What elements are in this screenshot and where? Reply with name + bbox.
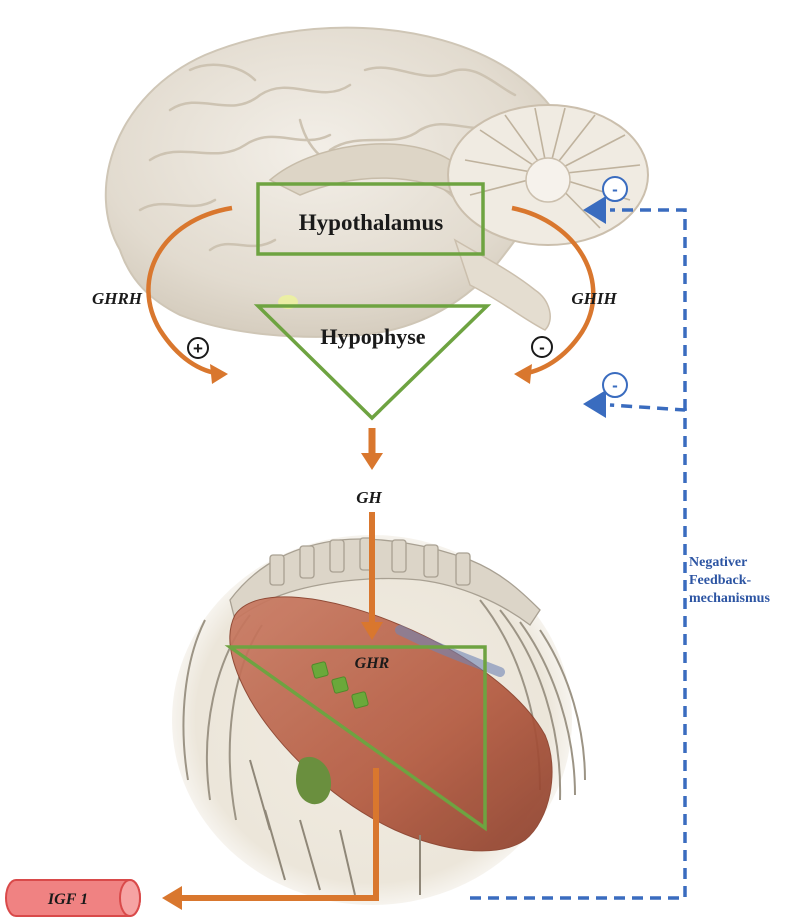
feedback-minus-bottom: - <box>603 373 627 397</box>
ghih-label: GHIH <box>571 289 617 308</box>
igf1-output-arrowhead <box>162 886 182 910</box>
feedback-arrowhead-hypophyse <box>583 390 606 418</box>
ghr-label: GHR <box>355 655 390 672</box>
feedback-minus-top: - <box>603 177 627 201</box>
ghih-arrowhead <box>514 364 532 384</box>
gh-release-arrowhead <box>361 453 383 470</box>
hypothalamus-label: Hypothalamus <box>299 210 443 235</box>
svg-text:-: - <box>612 376 618 395</box>
igf1-label: IGF 1 <box>47 891 88 908</box>
ghrh-arrowhead <box>210 364 228 384</box>
svg-text:-: - <box>612 180 618 199</box>
hypophyse-label: Hypophyse <box>320 324 425 349</box>
stimulation-plus-sign: + <box>188 338 208 358</box>
ghrh-label: GHRH <box>92 289 143 308</box>
svg-text:-: - <box>539 338 545 357</box>
svg-text:Feedback-: Feedback- <box>689 573 752 588</box>
inhibition-minus-sign: - <box>532 337 552 357</box>
svg-text:Negativer: Negativer <box>689 555 747 570</box>
feedback-label: Negativer Feedback- mechanismus <box>689 555 770 606</box>
svg-text:mechanismus: mechanismus <box>689 591 770 606</box>
igf1-cylinder: IGF 1 <box>6 880 140 916</box>
gh-label: GH <box>356 488 382 507</box>
svg-text:+: + <box>193 339 203 358</box>
brain-illustration <box>106 28 648 337</box>
